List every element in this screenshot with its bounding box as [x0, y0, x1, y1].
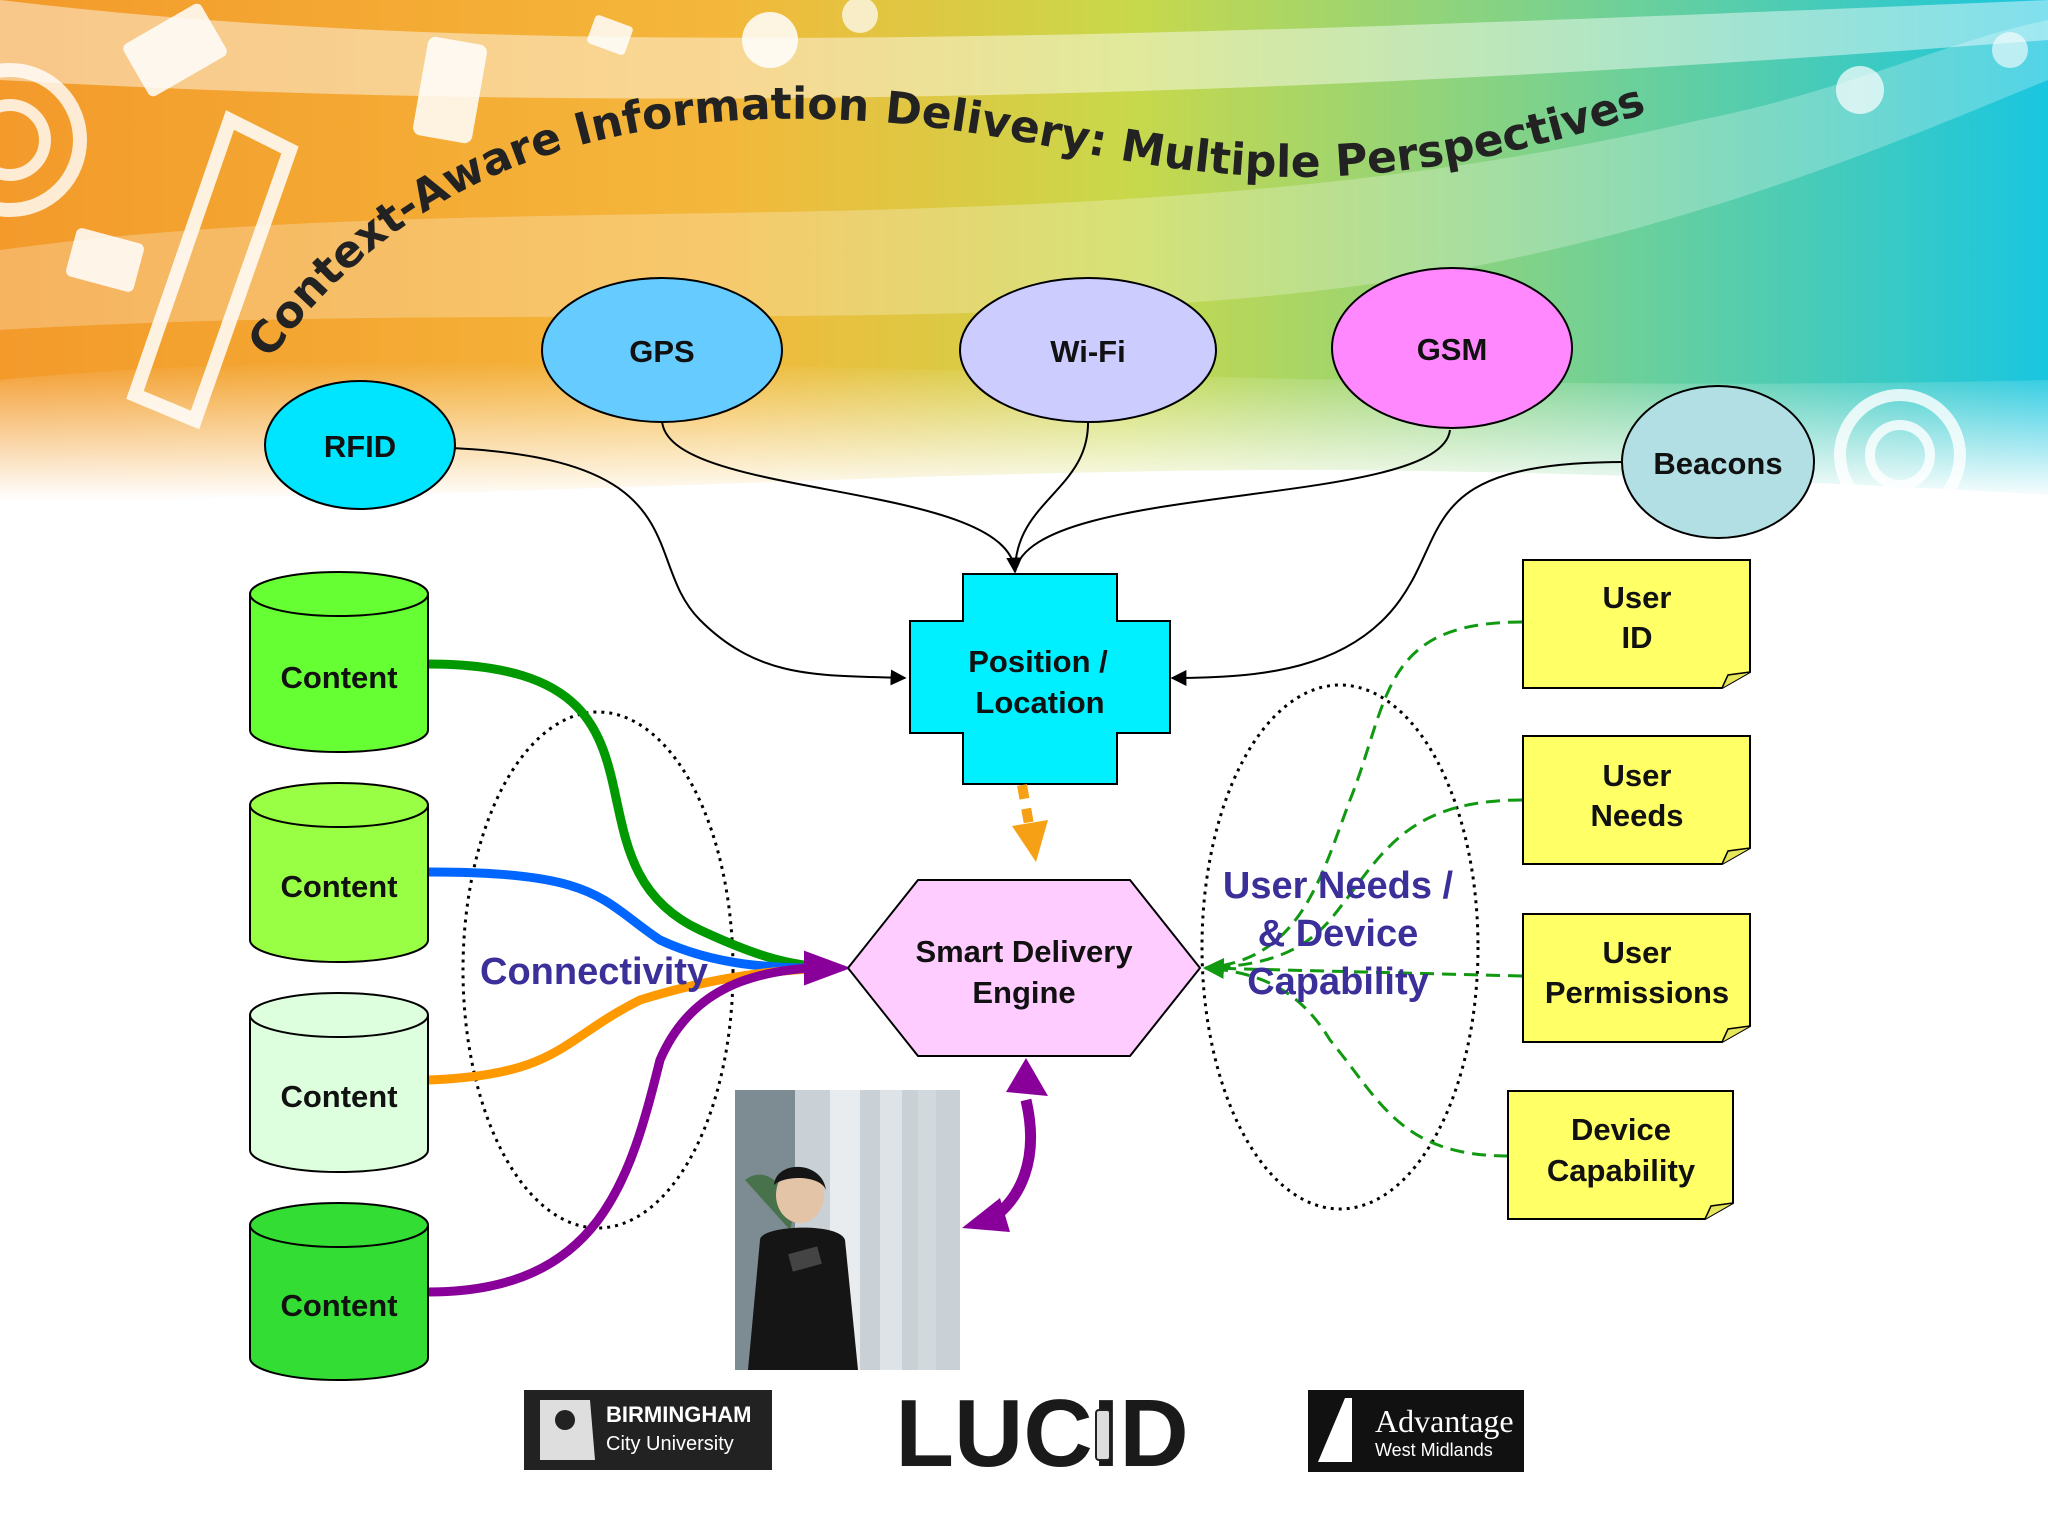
svg-text:Advantage: Advantage [1375, 1403, 1514, 1439]
person-photo [735, 1090, 960, 1370]
content-label: Content [280, 869, 397, 904]
position-location-node: Position / Location [909, 573, 1171, 785]
position-to-engine-arrow [1012, 784, 1048, 862]
gsm-label: GSM [1417, 332, 1488, 367]
decor-rings-right [1834, 389, 1966, 521]
beacons-node [1621, 385, 1815, 539]
smart-delivery-engine-node: Smart Delivery Engine [846, 879, 1202, 1057]
content-db-1: Content [249, 571, 429, 753]
user-engine-arrow [962, 1058, 1048, 1232]
svg-text:Needs: Needs [1590, 798, 1683, 833]
gps-label: GPS [629, 334, 694, 369]
phone-icon [1095, 1409, 1111, 1461]
position-label-line2: Location [975, 685, 1104, 720]
source-rfid: RFID [264, 380, 456, 510]
svg-text:Device: Device [1571, 1112, 1671, 1147]
decor-dot [742, 12, 798, 68]
svg-text:Capability: Capability [1247, 961, 1429, 1003]
birmingham-city-university-logo: BIRMINGHAM City University [524, 1390, 772, 1470]
rfid-label: RFID [324, 429, 396, 464]
advantage-west-midlands-logo: Advantage West Midlands [1308, 1390, 1524, 1472]
note-user-needs: User Needs [1522, 735, 1751, 865]
content-connectors [427, 659, 851, 1297]
svg-text:ID: ID [1622, 620, 1653, 655]
note-device-capability: Device Capability [1507, 1090, 1734, 1220]
gsm-node [1331, 267, 1573, 429]
content-db-4: Content [249, 1202, 429, 1381]
note-user-id: User ID [1522, 559, 1751, 689]
user-group-outline [1200, 683, 1480, 1211]
wifi-label: Wi-Fi [1050, 334, 1125, 369]
gps-node [541, 277, 783, 423]
svg-text:& Device: & Device [1258, 913, 1419, 955]
user-connectors [1202, 620, 1523, 1158]
source-beacons: Beacons [1621, 385, 1815, 539]
rfid-node [264, 380, 456, 510]
svg-text:User: User [1603, 758, 1672, 793]
content-db-3: Content [249, 992, 429, 1173]
svg-text:User Needs /: User Needs / [1223, 865, 1454, 907]
source-wifi: Wi-Fi [959, 277, 1217, 423]
svg-text:BIRMINGHAM: BIRMINGHAM [606, 1402, 751, 1427]
source-gps: GPS [541, 277, 783, 423]
content-db-2: Content [249, 782, 429, 963]
engine-label-line2: Engine [972, 975, 1075, 1010]
content-label: Content [280, 1288, 397, 1323]
svg-text:User: User [1603, 580, 1672, 615]
phone-icon [66, 3, 633, 430]
content-label: Content [280, 660, 397, 695]
engine-label-line1: Smart Delivery [915, 934, 1133, 969]
svg-text:User: User [1603, 935, 1672, 970]
beacons-label: Beacons [1653, 446, 1782, 481]
svg-text:LUCID: LUCID [895, 1380, 1188, 1487]
lucid-logo: LUCID [866, 1380, 1218, 1487]
source-gsm: GSM [1331, 267, 1573, 429]
content-label: Content [280, 1079, 397, 1114]
wifi-node [959, 277, 1217, 423]
decor-rings-left [0, 63, 87, 217]
connectivity-group-outline [461, 710, 735, 1230]
position-label-line1: Position / [968, 644, 1108, 679]
source-connectors [451, 419, 1626, 686]
svg-text:City University: City University [606, 1433, 734, 1455]
svg-text:Permissions: Permissions [1545, 975, 1729, 1010]
connectivity-label: Connectivity [480, 951, 708, 993]
svg-text:West Midlands: West Midlands [1375, 1440, 1493, 1460]
user-needs-label: User Needs / & Device Capability [1223, 865, 1454, 1003]
svg-text:Capability: Capability [1547, 1153, 1696, 1188]
note-user-permissions: User Permissions [1522, 913, 1751, 1043]
